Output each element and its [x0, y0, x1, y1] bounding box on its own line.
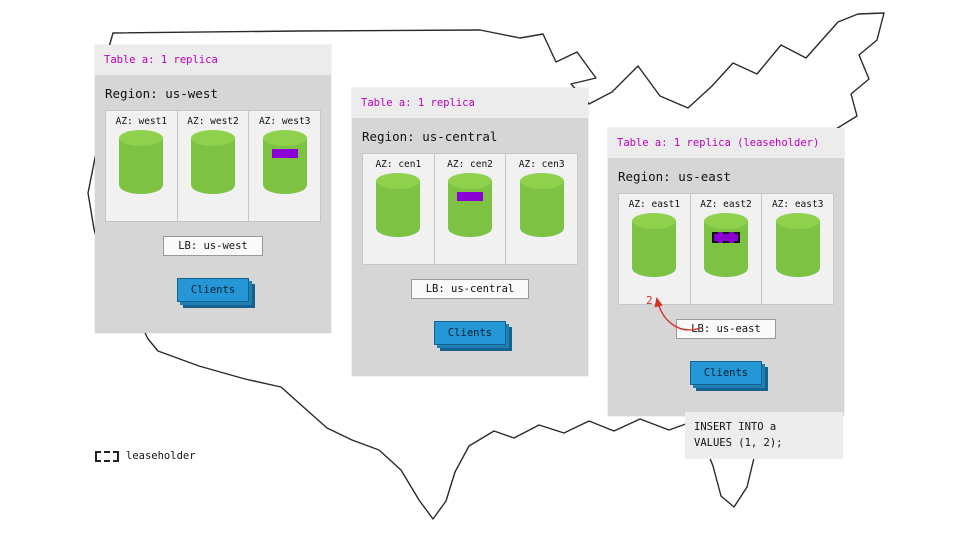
az-column-west3: AZ: west3	[249, 111, 320, 221]
az-label: AZ: cen1	[375, 159, 422, 170]
database-cylinder	[119, 130, 164, 194]
sql-line-1: INSERT INTO a	[694, 421, 777, 433]
az-label: AZ: west2	[187, 116, 239, 127]
region-panel-us-west: Table a: 1 replica Region: us-west AZ: w…	[95, 45, 331, 333]
az-label: AZ: west3	[258, 116, 311, 127]
database-cylinder	[376, 173, 421, 237]
clients-box: Clients	[176, 278, 250, 302]
az-column-west2: AZ: west2	[178, 111, 250, 221]
az-column-cen3: AZ: cen3	[506, 154, 577, 264]
table-replica-label: Table a: 1 replica	[95, 45, 331, 75]
load-balancer-box: LB: us-east	[676, 319, 776, 339]
database-cylinder	[632, 213, 677, 277]
region-title: Region: us-central	[362, 129, 498, 144]
az-label: AZ: east3	[771, 199, 824, 210]
database-cylinder	[191, 130, 235, 194]
table-replica-label: Table a: 1 replica (leaseholder)	[608, 128, 844, 158]
database-cylinder	[704, 213, 748, 277]
load-balancer-box: LB: us-west	[163, 236, 263, 256]
az-column-east3: AZ: east3	[762, 194, 833, 304]
replica-band	[457, 192, 483, 201]
sql-statement-box: INSERT INTO a VALUES (1, 2);	[685, 412, 843, 459]
sql-line-2: VALUES (1, 2);	[694, 437, 783, 450]
az-label: AZ: cen3	[518, 159, 565, 170]
database-cylinder	[519, 173, 564, 237]
step-number-annotation: 2	[646, 294, 653, 307]
leaseholder-replica-band	[712, 232, 740, 243]
region-panel-us-central: Table a: 1 replica Region: us-central AZ…	[352, 88, 588, 376]
az-column-east2: AZ: east2	[691, 194, 763, 304]
az-column-cen2: AZ: cen2	[435, 154, 507, 264]
az-column-west1: AZ: west1	[106, 111, 178, 221]
az-label: AZ: cen2	[447, 159, 493, 170]
replica-band	[271, 149, 298, 158]
legend-label: leaseholder	[126, 450, 196, 462]
clients-box: Clients	[689, 361, 763, 385]
clients-box: Clients	[433, 321, 507, 345]
table-replica-label: Table a: 1 replica	[352, 88, 588, 118]
az-column-cen1: AZ: cen1	[363, 154, 435, 264]
az-label: AZ: east2	[700, 199, 752, 210]
load-balancer-box: LB: us-central	[410, 279, 530, 299]
leaseholder-legend-icon	[95, 450, 119, 462]
region-panel-us-east: Table a: 1 replica (leaseholder) Region:…	[608, 128, 844, 416]
az-label: AZ: east1	[628, 199, 681, 210]
database-cylinder	[448, 173, 492, 237]
az-box: AZ: east1 AZ: east2 AZ: east3	[618, 193, 834, 305]
az-box: AZ: west1 AZ: west2 AZ: west3	[105, 110, 321, 222]
database-cylinder	[262, 130, 307, 194]
region-title: Region: us-west	[105, 86, 218, 101]
az-label: AZ: west1	[115, 116, 168, 127]
legend: leaseholder	[95, 450, 196, 462]
az-box: AZ: cen1 AZ: cen2 AZ: cen3	[362, 153, 578, 265]
region-title: Region: us-east	[618, 169, 731, 184]
az-column-east1: AZ: east1	[619, 194, 691, 304]
database-cylinder	[775, 213, 820, 277]
